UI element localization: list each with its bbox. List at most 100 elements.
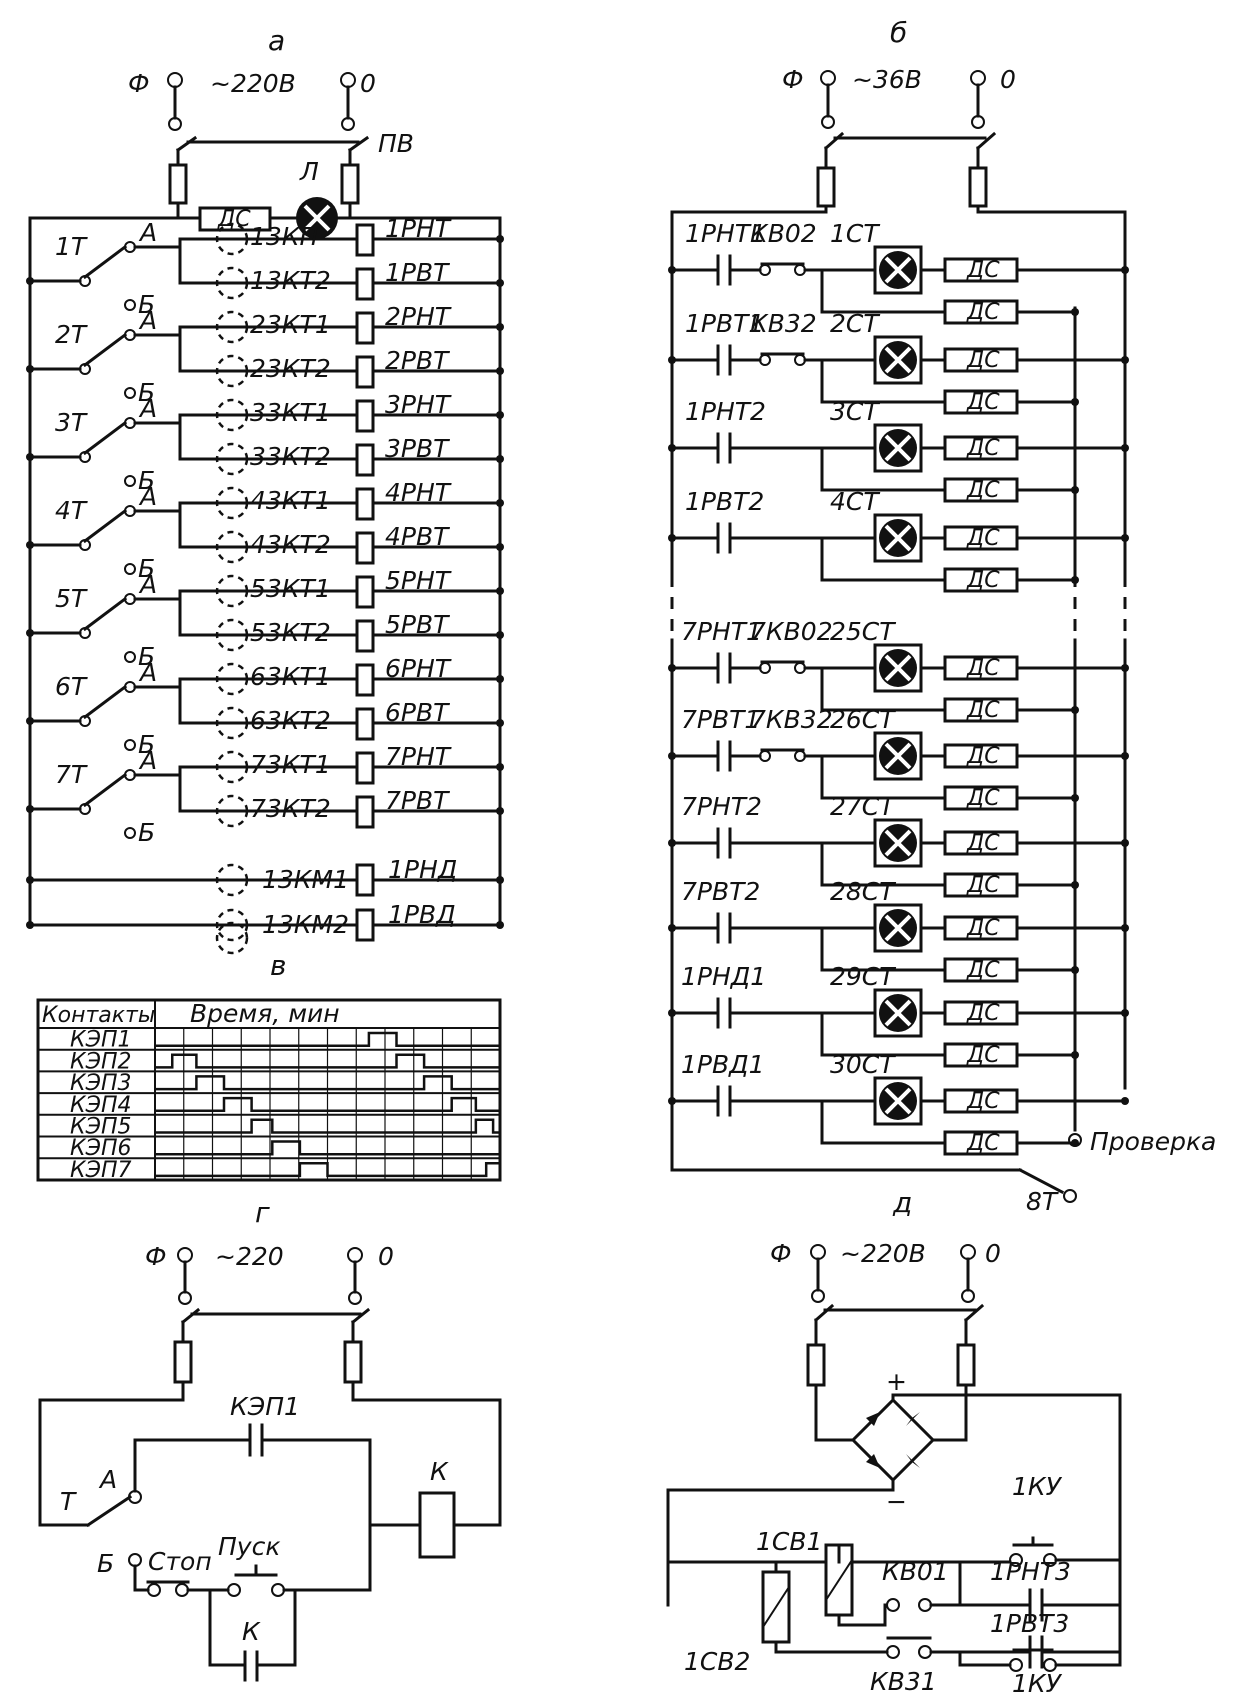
timing-row: КЭП6 xyxy=(38,1136,500,1161)
panel-a-row-switch xyxy=(82,244,128,280)
d-circuit-csv2-label: 1СВ2 xyxy=(684,1647,750,1676)
panel-d-circuit: Ф ~220В 0 + − xyxy=(666,1239,1122,1697)
panel-a-row-switch-label: 2Т xyxy=(55,320,88,349)
panel-b-resistor-label: ДС xyxy=(966,1043,1000,1068)
panel-g-circuit: Ф ~220 0 Т А КЭП1 xyxy=(38,1242,502,1682)
panel-b-resistor-label: ДС xyxy=(966,1131,1000,1156)
panel-b-extra-label: 7КВ32 xyxy=(750,705,833,734)
panel-b-resistor-label: ДС xyxy=(966,744,1000,769)
panel-a-relay-label: 1РНД xyxy=(388,855,457,884)
d-circuit-plus: + xyxy=(886,1367,907,1396)
panel-a-cam xyxy=(215,486,249,520)
panel-a-cam-label: 23КТ1 xyxy=(250,310,331,339)
panel-a-cam xyxy=(215,442,249,476)
panel-a-row-pos-a: А xyxy=(138,658,157,687)
panel-a-relay-coil xyxy=(355,863,375,897)
panel-a: а Ф 0 ~220В ПВ Л ДС xyxy=(26,24,504,982)
timing-header-contacts: Контакты xyxy=(42,1003,155,1028)
panel-b-resistor-label: ДС xyxy=(966,436,1000,461)
panel-a-row-pos-b: Б xyxy=(138,378,155,407)
timing-row: КЭП7 xyxy=(38,1158,502,1183)
panel-b-contact-label: 1РВД1 xyxy=(681,1050,765,1079)
panel-a-cam xyxy=(215,750,249,784)
panel-b-contact-label: 1РНТ1 xyxy=(685,219,766,248)
panel-a-row-switch-label: 5Т xyxy=(55,584,88,613)
panel-b-resistor-label: ДС xyxy=(966,478,1000,503)
g-circuit-coil xyxy=(418,1491,456,1559)
g-circuit-start-button xyxy=(227,1583,241,1597)
panel-a-row-switch-label: 7Т xyxy=(55,760,88,789)
panel-a-cam-label: 53КТ2 xyxy=(250,618,331,647)
panel-b-resistor-label: ДС xyxy=(966,258,1000,283)
panel-b-resistor-label: ДС xyxy=(966,698,1000,723)
d-circuit-phase-label: Ф xyxy=(770,1239,792,1268)
timing-row-label: КЭП6 xyxy=(70,1136,132,1161)
timing-row: КЭП4 xyxy=(38,1093,500,1118)
panel-b-lamp-label: 4СТ xyxy=(830,487,880,516)
panel-b-resistor-label: ДС xyxy=(966,526,1000,551)
panel-b-fuse-right xyxy=(968,166,988,208)
panel-a-row-pos-b: Б xyxy=(138,730,155,759)
timing-pulse-trace xyxy=(155,1031,500,1047)
panel-a-cam-label: 63КТ2 xyxy=(250,706,331,735)
panel-a-row-switch-label: 6Т xyxy=(55,672,88,701)
panel-a-relay-label: 1РНТ xyxy=(385,214,452,243)
panel-b-resistor-label: ДС xyxy=(966,873,1000,898)
panel-b-resistor-label: ДС xyxy=(966,348,1000,373)
panel-a-cam xyxy=(215,863,249,897)
panel-b-phase-label: Ф xyxy=(782,65,804,94)
panel-b-lamp-label: 30СТ xyxy=(830,1050,896,1079)
panel-b-check-label: Проверка xyxy=(1090,1127,1216,1156)
panel-a-row-switch-label: 1Т xyxy=(55,232,88,261)
panel-a-cam-label: 13КМ1 xyxy=(262,865,349,894)
panel-a-cam xyxy=(215,310,249,344)
panel-b-lamp-label: 27СТ xyxy=(830,792,896,821)
panel-b-extra-label: 7КВ02 xyxy=(750,617,833,646)
g-circuit-selector-switch xyxy=(85,1494,133,1528)
g-circuit-fuse-right xyxy=(343,1340,363,1384)
panel-a-row-switch xyxy=(82,684,128,720)
panel-a-caption: а xyxy=(268,24,285,57)
panel-a-cam-label: 23КТ2 xyxy=(250,354,331,383)
d-circuit-ku-bottom-label: 1КУ xyxy=(1012,1669,1063,1697)
timing-pulse-trace xyxy=(155,1096,500,1113)
panel-b-resistor-label: ДС xyxy=(966,390,1000,415)
timing-row: КЭП3 xyxy=(38,1071,500,1096)
timing-row-label: КЭП7 xyxy=(70,1158,132,1183)
panel-a-cam xyxy=(215,794,249,828)
panel-v-caption: в xyxy=(270,949,287,982)
panel-a-cam xyxy=(215,706,249,740)
panel-b-lamp-label: 26СТ xyxy=(830,705,896,734)
panel-a-switch-label: ПВ xyxy=(378,129,414,158)
panel-a-cam-label: 63КТ1 xyxy=(250,662,331,691)
panel-b-check-switch-label: 8Т xyxy=(1026,1187,1059,1216)
d-circuit-kv31-label: КВ31 xyxy=(870,1667,937,1696)
panel-b-resistor-label: ДС xyxy=(966,300,1000,325)
panel-b-extra-label: КВ32 xyxy=(750,309,817,338)
panel-a-relay-label: 1РВД xyxy=(388,900,456,929)
panel-b-fuse-left xyxy=(816,166,836,208)
panel-b-contact-label: 7РНТ2 xyxy=(681,792,762,821)
timing-row-label: КЭП2 xyxy=(70,1049,132,1074)
panel-a-relay-coil xyxy=(355,487,375,521)
timing-row: КЭП5 xyxy=(38,1115,500,1140)
panel-a-relay-label: 7РВТ xyxy=(385,786,450,815)
timing-header-time: Время, мин xyxy=(190,999,340,1028)
panel-a-cam-label: 43КТ2 xyxy=(250,530,331,559)
d-circuit-fuse-left xyxy=(806,1343,826,1387)
panel-a-relay-label: 4РВТ xyxy=(385,522,450,551)
g-circuit-neutral-label: 0 xyxy=(378,1242,394,1271)
panel-a-neutral-terminal xyxy=(340,72,356,88)
panel-a-relay-label: 6РВТ xyxy=(385,698,450,727)
panel-a-cam-label: 13КМ2 xyxy=(262,910,349,939)
panel-b-contact-label: 1РНД1 xyxy=(681,962,766,991)
